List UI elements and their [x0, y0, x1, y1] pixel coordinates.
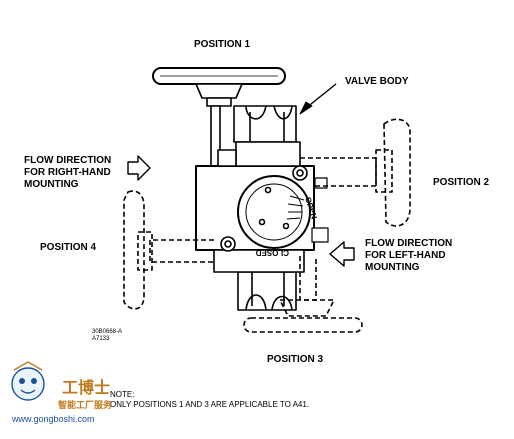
- handwheel-position-3: [243, 256, 363, 333]
- handwheel-position-2: [300, 118, 411, 227]
- flow-left-line-1: FLOW DIRECTION: [365, 238, 453, 249]
- handwheel-position-1: [152, 67, 286, 167]
- drawing-number-line-1: 30B0668-A: [92, 329, 123, 335]
- flow-left-line-3: MOUNTING: [365, 262, 420, 273]
- watermark-brand: 工博士: [62, 378, 111, 397]
- closed-mark: CLOSED: [255, 248, 289, 257]
- watermark-tagline: 智能工厂服务: [58, 401, 113, 411]
- actuator-housing: [195, 141, 329, 273]
- label-valve-body: VALVE BODY: [345, 76, 409, 87]
- label-position-3: POSITION 3: [267, 354, 324, 365]
- label-position-1: POSITION 1: [194, 39, 251, 50]
- note-text: ONLY POSITIONS 1 AND 3 ARE APPLICABLE TO…: [110, 400, 310, 409]
- handwheel-position-4: [123, 190, 214, 310]
- flow-arrow-left-hand: [329, 241, 355, 267]
- label-position-2: POSITION 2: [433, 177, 490, 188]
- label-flow-right-hand: FLOW DIRECTION FOR RIGHT-HAND MOUNTING: [24, 155, 111, 191]
- drawing-number: 30B0668-A A7133: [92, 329, 122, 343]
- flow-right-line-3: MOUNTING: [24, 179, 79, 190]
- flow-right-line-1: FLOW DIRECTION: [24, 155, 112, 166]
- flow-right-line-2: FOR RIGHT-HAND: [24, 167, 111, 178]
- watermark-mascot-logo: [11, 361, 45, 401]
- watermark-url: www.gongboshi.com: [12, 414, 95, 424]
- flow-left-line-2: FOR LEFT-HAND: [365, 250, 446, 261]
- note-heading: NOTE:: [110, 390, 135, 399]
- drawing-number-line-2: A7133: [92, 336, 110, 342]
- valve-body: [233, 105, 297, 311]
- label-position-4: POSITION 4: [40, 242, 97, 253]
- label-flow-left-hand: FLOW DIRECTION FOR LEFT-HAND MOUNTING: [365, 238, 452, 274]
- flow-arrow-right-hand: [127, 155, 151, 181]
- valve-body-leader: [299, 83, 337, 115]
